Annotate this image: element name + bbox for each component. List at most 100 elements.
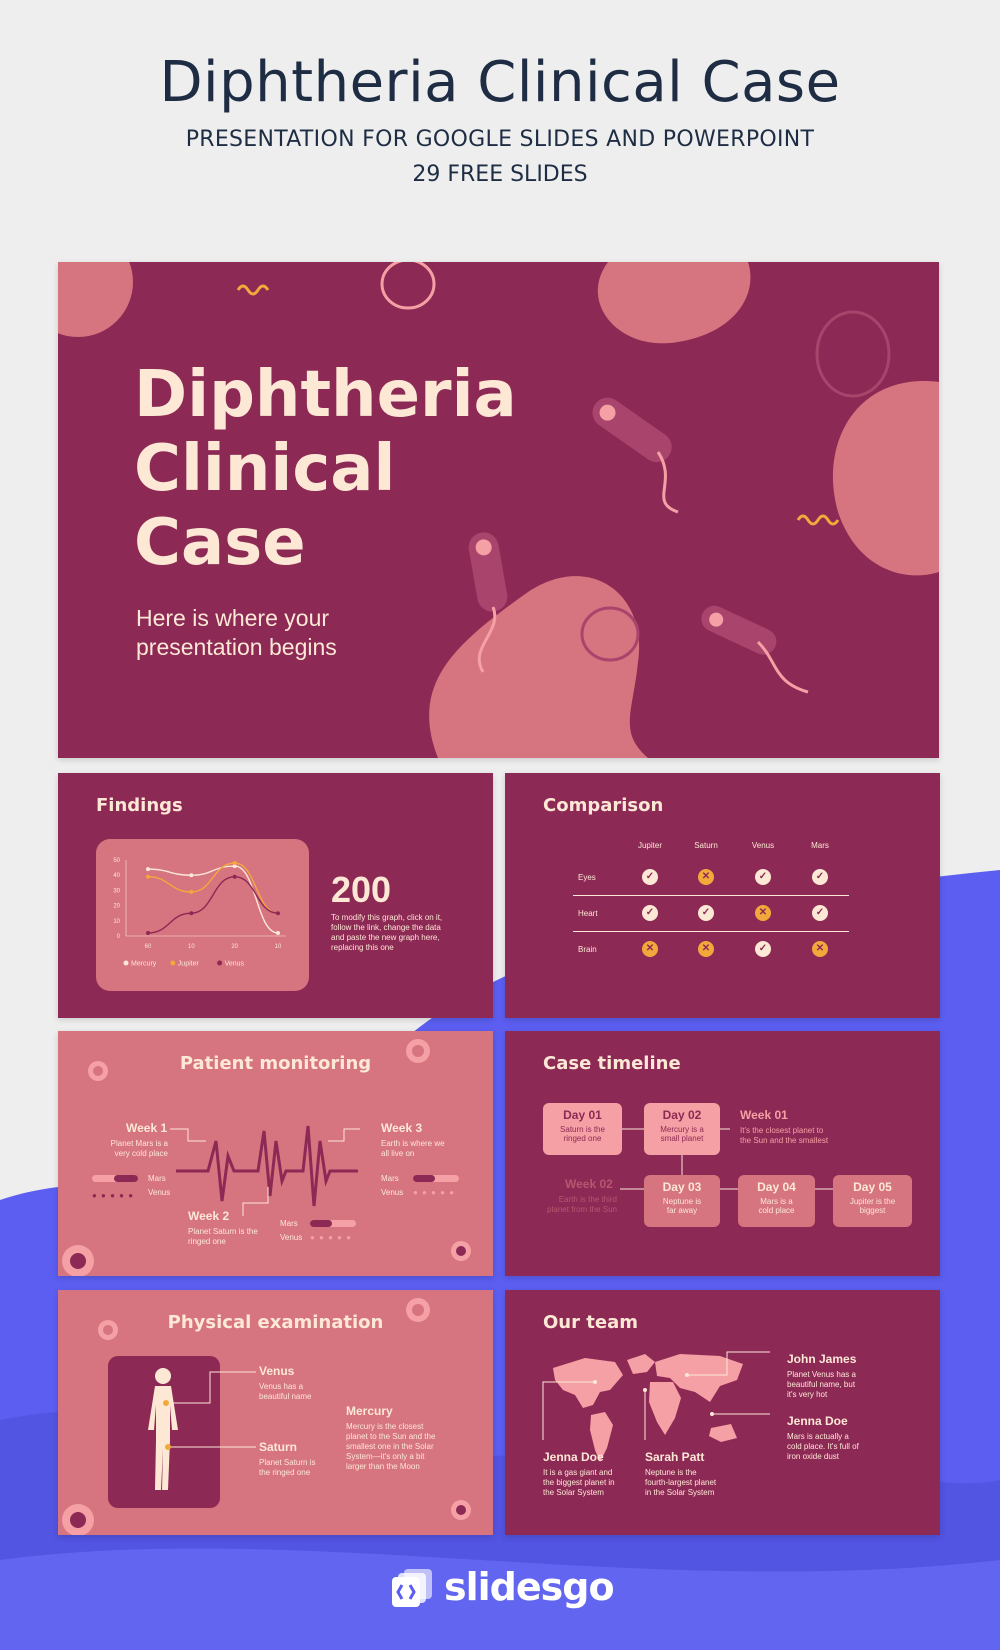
data-point xyxy=(232,861,237,866)
text-line: follow the link, change the data xyxy=(331,923,441,932)
progress-fill xyxy=(310,1220,332,1227)
y-tick-label: 40 xyxy=(113,873,120,879)
text-line: the Solar System xyxy=(543,1488,604,1497)
cover-title: Diphtheria Clinical Case xyxy=(134,358,517,580)
planet-label: Venus xyxy=(148,1188,171,1197)
column-header: Jupiter xyxy=(637,841,662,850)
chart-panel xyxy=(96,839,309,991)
slidesgo-logo-icon xyxy=(392,1569,432,1607)
planet-label: Venus xyxy=(280,1233,303,1242)
cross-icon: ✕ xyxy=(698,869,714,885)
text-line: It's the closest planet to xyxy=(740,1126,824,1135)
planet-label: Venus xyxy=(381,1188,404,1197)
cover-slide[interactable]: Diphtheria Clinical Case Here is where y… xyxy=(58,262,939,758)
text-line: Neptune is xyxy=(662,1197,702,1206)
text-line: Planet Saturn is the xyxy=(188,1227,258,1236)
text-line: It is a gas giant and xyxy=(543,1468,613,1477)
organ-label: Saturn xyxy=(259,1440,298,1454)
data-point xyxy=(146,867,150,872)
text-line: Earth is where we xyxy=(381,1139,445,1148)
monitoring-slide[interactable]: Patient monitoring Week 1 Planet Mars is… xyxy=(58,1031,493,1276)
week-label: Week 2 xyxy=(188,1209,230,1223)
row-label: Brain xyxy=(578,945,597,954)
progress-bar xyxy=(92,1175,138,1182)
day-label: Day 05 xyxy=(853,1180,892,1194)
cover-title-line: Clinical xyxy=(134,432,396,506)
slide-count: 29 FREE SLIDES xyxy=(412,162,588,187)
text-line: Mercury is a xyxy=(660,1125,704,1134)
text-line: Earth is the third xyxy=(558,1195,617,1204)
slide-title: Patient monitoring xyxy=(179,1053,372,1074)
data-point xyxy=(146,874,150,879)
cross-icon: ✕ xyxy=(812,941,828,957)
page-header: Diphtheria Clinical Case PRESENTATION FO… xyxy=(0,50,1000,187)
day-label: Day 02 xyxy=(662,1108,702,1122)
check-icon: ✓ xyxy=(755,941,771,957)
legend-label: Venus xyxy=(225,961,245,968)
text-line: far away xyxy=(666,1206,698,1215)
findings-text: To modify this graph, click on it, follo… xyxy=(331,913,442,953)
cover-tagline: Here is where your presentation begins xyxy=(136,604,337,662)
legend-label: Jupiter xyxy=(178,961,200,968)
data-point xyxy=(276,930,280,935)
y-tick-label: 0 xyxy=(117,934,121,940)
slide-title: Our team xyxy=(543,1312,638,1333)
cover-title-line: Diphtheria xyxy=(134,358,517,432)
member-name: Sarah Patt xyxy=(645,1450,705,1464)
slide-title: Comparison xyxy=(543,795,664,816)
slide-title: Physical examination xyxy=(167,1312,384,1333)
legend-label: Mercury xyxy=(131,961,157,968)
text-line: cold place xyxy=(758,1206,795,1215)
series-line-jupiter xyxy=(147,862,279,914)
text-line: fourth-largest planet xyxy=(645,1478,717,1487)
series-line-mercury xyxy=(147,865,279,934)
column-header: Venus xyxy=(751,841,775,850)
day-label: Day 03 xyxy=(662,1180,702,1194)
text-line: planet to the Sun and the xyxy=(346,1432,436,1441)
check-icon: ✓ xyxy=(755,869,771,885)
check-icon: ✓ xyxy=(812,869,828,885)
progress-bar xyxy=(310,1220,356,1227)
text-line: planet from the Sun xyxy=(547,1205,617,1214)
row-label: Eyes xyxy=(578,873,596,882)
slidesgo-logo[interactable]: slidesgo xyxy=(392,1565,615,1609)
day-label: Day 04 xyxy=(757,1180,796,1194)
tagline-line: presentation begins xyxy=(136,634,337,660)
cover-title-line: Case xyxy=(134,506,306,580)
text-line: Neptune is the xyxy=(645,1468,697,1477)
text-line: larger than the Moon xyxy=(346,1462,420,1471)
text-line: smallest one in the Solar xyxy=(346,1442,434,1451)
text-line: To modify this graph, click on it, xyxy=(331,913,443,922)
row-divider xyxy=(573,931,849,932)
text-line: beautiful name, but xyxy=(787,1380,856,1389)
text-line: Planet Venus has a xyxy=(787,1370,856,1379)
text-line: in the Solar System xyxy=(645,1488,715,1497)
text-line: the Sun and the smallest xyxy=(740,1136,829,1145)
x-tick-label: 10 xyxy=(275,944,282,950)
week-desc: Earth is where we all live on xyxy=(381,1139,445,1159)
row-label: Heart xyxy=(578,909,598,918)
text-line: very cold place xyxy=(114,1149,168,1158)
data-point xyxy=(189,911,194,916)
planet-label: Mars xyxy=(148,1174,166,1183)
week-label: Week 01 xyxy=(740,1108,788,1122)
text-line: Mars is a xyxy=(760,1197,793,1206)
legend-marker xyxy=(123,960,129,966)
week-label: Week 1 xyxy=(126,1121,168,1135)
